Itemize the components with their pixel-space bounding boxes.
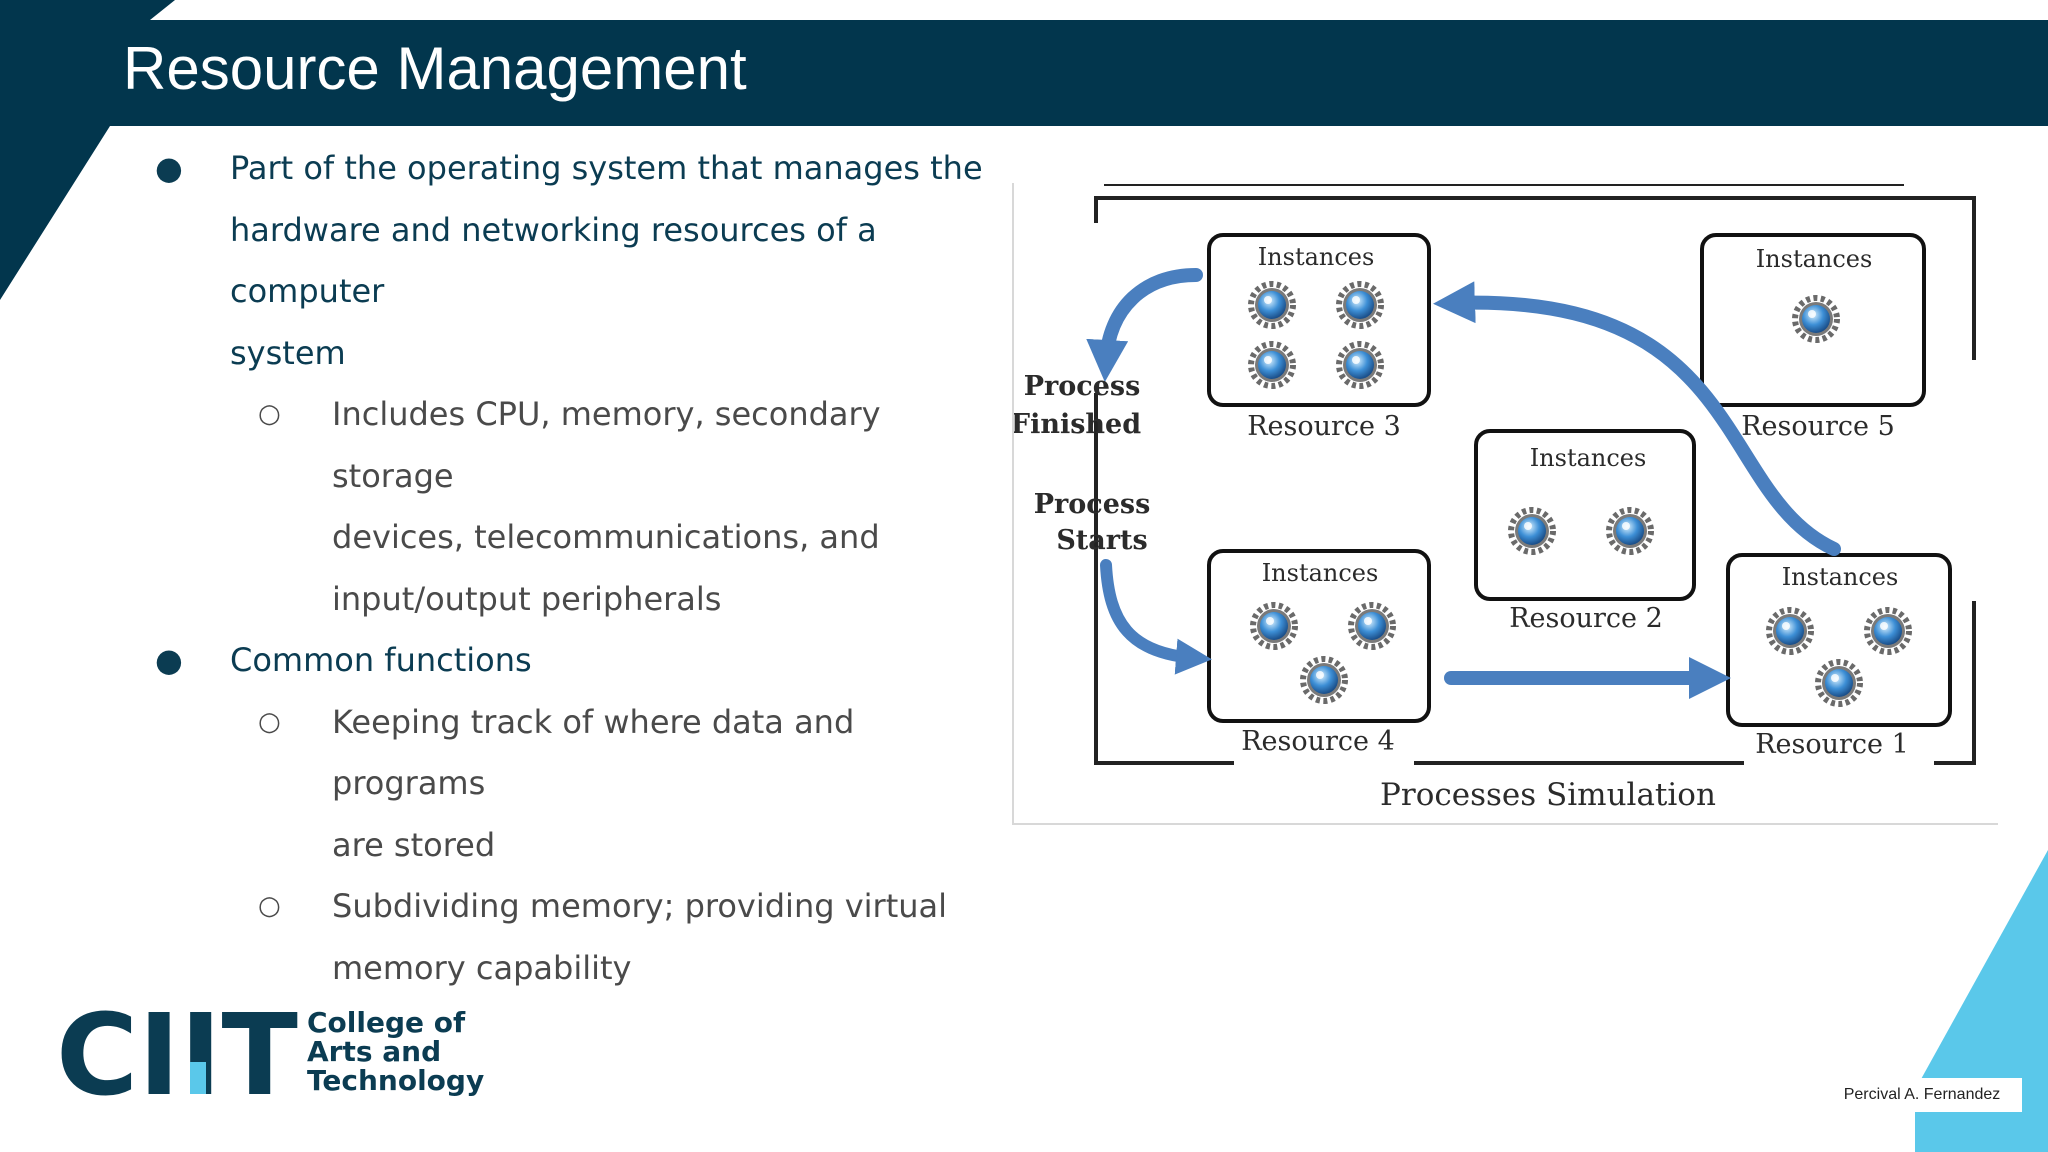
college-name: College of Arts and Technology: [307, 1008, 484, 1095]
process-finished-label: Finished: [1014, 409, 1141, 440]
author-name: Percival A. Fernandez: [1822, 1078, 2022, 1112]
instances-label: Instances: [1782, 563, 1899, 591]
resource-1-box: [1726, 553, 1952, 727]
sub-bullet-item-2-1: ○ Keeping track of where data and progra…: [150, 692, 1010, 877]
sub-bullet-mark: ○: [258, 891, 281, 921]
process-simulation-figure: Instances Instances Instances Instances …: [1012, 183, 1998, 825]
resource-4-box: [1207, 549, 1431, 723]
sub-bullet-line: are stored: [332, 825, 496, 864]
bullet-content: ● Part of the operating system that mana…: [150, 138, 1010, 999]
bullet-item-1: ● Part of the operating system that mana…: [150, 138, 1010, 384]
college-name-line: Technology: [307, 1064, 485, 1097]
arrow-resource1-to-resource3-icon: [1433, 281, 1841, 556]
bullet-line: Common functions: [230, 641, 532, 679]
sub-bullet-line: input/output peripherals: [332, 579, 722, 618]
title-bar: [110, 20, 2048, 126]
resource-4-label: Resource 4: [1241, 726, 1395, 757]
process-finished-label: Process: [1024, 371, 1141, 402]
college-name-line: College of: [307, 1006, 466, 1039]
outer-frame: [1094, 184, 1976, 765]
process-starts-label: Process: [1034, 489, 1151, 520]
resource-2-box: [1474, 429, 1696, 601]
bullet-mark: ●: [155, 641, 183, 679]
college-name-line: Arts and: [307, 1035, 442, 1068]
resource-1-label: Resource 1: [1755, 729, 1909, 760]
ciit-logo: CIIT: [60, 1000, 298, 1110]
sub-bullet-line: devices, telecommunications, and: [332, 518, 880, 556]
logo-accent-shape: [190, 1062, 206, 1094]
sub-bullet-item-2-2: ○ Subdividing memory; providing virtual …: [150, 876, 1010, 999]
bullet-line: Part of the operating system that manage…: [230, 149, 983, 187]
sub-bullet-mark: ○: [258, 706, 281, 737]
instances-label: Instances: [1258, 243, 1375, 271]
bullet-line: hardware and networking resources of a c…: [230, 210, 877, 311]
sub-bullet-line: Includes CPU, memory, secondary storage: [332, 395, 881, 495]
sub-bullet-line: memory capability: [332, 948, 632, 987]
resource-3-label: Resource 3: [1247, 411, 1401, 442]
page-title: Resource Management: [123, 35, 747, 102]
logo-letters: CIIT: [60, 1000, 298, 1110]
bullet-line: system: [230, 333, 346, 372]
sub-bullet-line: Subdividing memory; providing virtual: [332, 887, 948, 925]
process-starts-label: Starts: [1056, 525, 1147, 556]
resource-2-label: Resource 2: [1509, 603, 1663, 634]
bullet-mark: ●: [155, 149, 183, 187]
bullet-item-2: ● Common functions: [150, 630, 1010, 692]
instances-label: Instances: [1756, 245, 1873, 273]
sub-bullet-mark: ○: [258, 399, 281, 429]
sub-bullet-item-1-1: ○ Includes CPU, memory, secondary storag…: [150, 384, 1010, 630]
arrow-to-finished-icon: [1086, 268, 1203, 382]
sub-bullet-line: Keeping track of where data and programs: [332, 702, 855, 803]
instances-label: Instances: [1262, 559, 1379, 587]
instances-label: Instances: [1530, 444, 1647, 472]
resource-5-label: Resource 5: [1741, 411, 1895, 442]
figure-caption: Processes Simulation: [1380, 777, 1716, 813]
arrow-from-start-icon: [1100, 559, 1212, 675]
process-simulation-diagram: Instances Instances Instances Instances …: [1014, 184, 1976, 813]
